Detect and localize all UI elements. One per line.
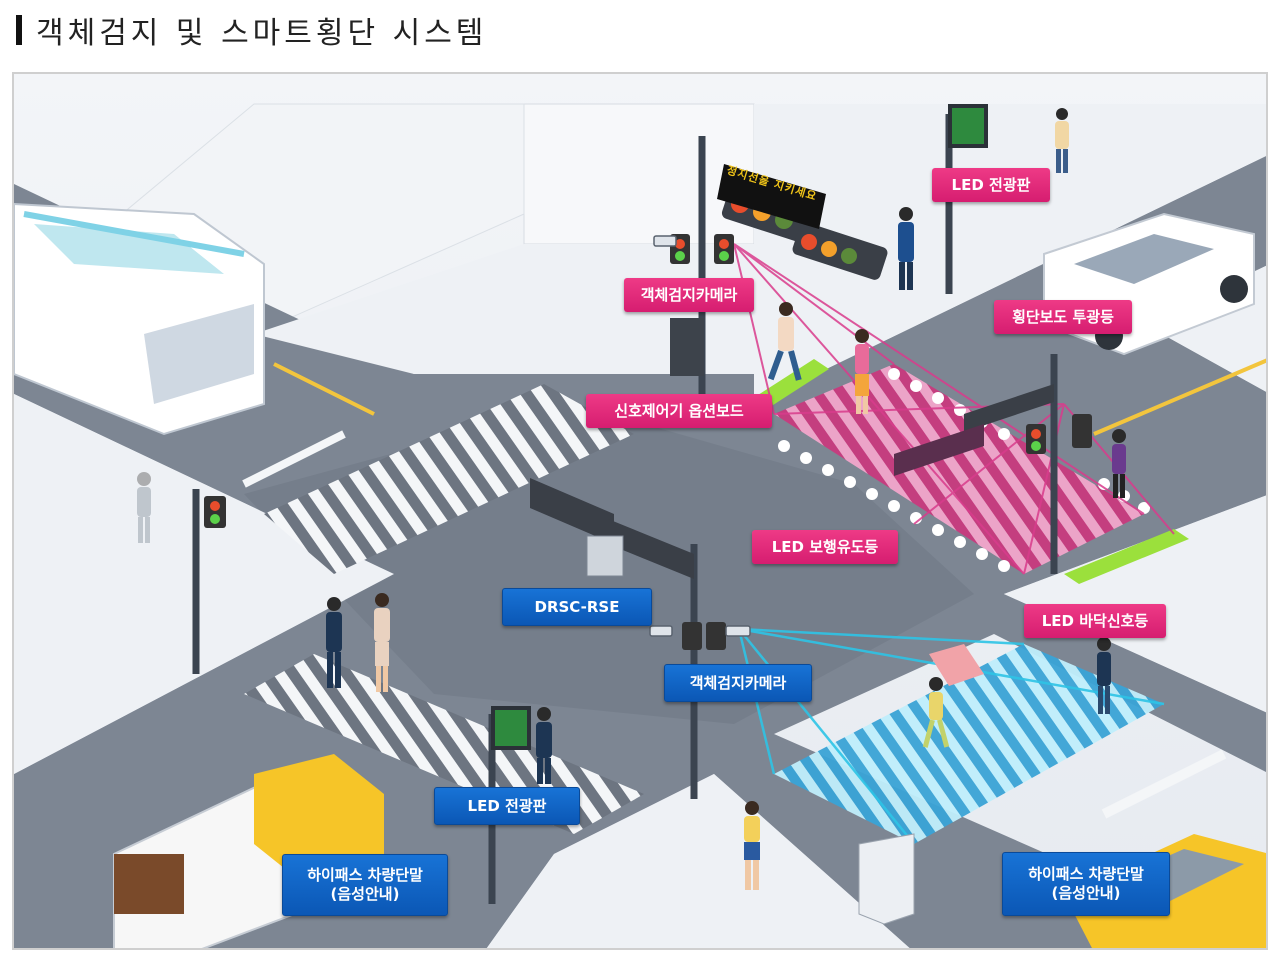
sidewalk-right [1004,495,1266,713]
title-marker [16,15,22,45]
callout-drsc-rse: DRSC-RSE [502,588,652,626]
signal-controller-cabinet [670,318,704,376]
road-side-box [858,833,915,925]
callout-hipass-right: 하이패스 차량단말 (음성안내) [1002,852,1170,916]
lane-yellow-left [273,362,375,416]
callout-led-floor-signal: LED 바닥신호등 [1024,604,1166,638]
bus-icon [14,202,265,436]
callout-crosswalk-floodlight: 횡단보도 투광등 [994,300,1132,334]
crosswalk-upper-left [264,384,634,574]
pedestrian-signal-icon [204,234,1092,650]
sidewalk-left [14,394,394,774]
floodlight-arm-2 [894,424,984,476]
callout-led-guide-light: LED 보행유도등 [752,530,898,564]
floodlight-arm [964,384,1054,432]
lane-white-left [242,430,346,488]
lane-white-right [1101,749,1227,819]
page-title: 객체검지 및 스마트횡단 시스템 [16,8,487,52]
floor-green-strip-right [1064,529,1189,584]
sidewalk-bottom [486,774,910,948]
title-text: 객체검지 및 스마트횡단 시스템 [36,16,488,51]
pink-object [929,644,984,686]
intersection-illustration [14,74,1266,948]
pedestrian-icon [137,108,1126,890]
smart-crosswalk-cyan [774,644,1164,844]
camera-icon [649,235,751,637]
system-diagram: 정지선을 지키세요 LED 전광판 객체검지카메라 횡단보도 투광등 신호제어기… [12,72,1268,950]
callout-object-camera-bottom: 객체검지카메라 [664,664,812,702]
vms-sign-board [717,164,826,229]
drsc-arms [530,478,694,579]
building-top-center [523,103,755,245]
callout-led-board-bottom: LED 전광판 [434,787,580,825]
callout-signal-controller-board: 신호제어기 옵션보드 [586,394,772,428]
lane-yellow-right [1093,358,1266,436]
callout-led-board-top: LED 전광판 [932,168,1050,202]
callout-hipass-left: 하이패스 차량단말 (음성안내) [282,854,448,916]
callout-object-camera-top: 객체검지카메라 [624,278,754,312]
led-board-icon [491,104,988,750]
